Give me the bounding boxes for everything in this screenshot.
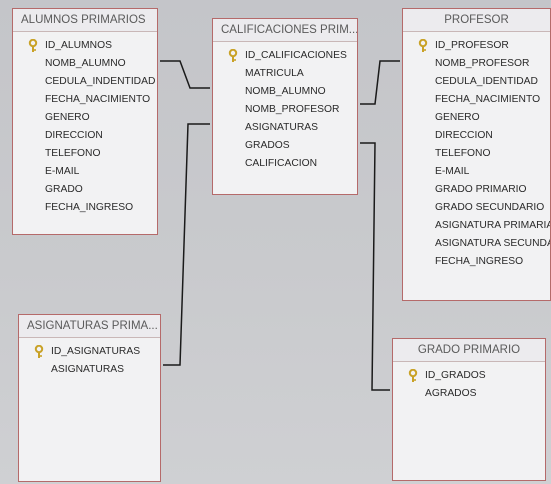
field-label: ID_PROFESOR xyxy=(435,40,509,51)
field-row[interactable]: FECHA_INGRESO xyxy=(403,253,550,271)
field-label: GENERO xyxy=(45,112,90,123)
field-label: FECHA_INGRESO xyxy=(45,202,134,213)
field-row[interactable]: CALIFICACION xyxy=(213,155,357,173)
key-icon xyxy=(27,38,39,53)
table-asignaturas-primarias[interactable]: ASIGNATURAS PRIMA... ID_ASIGNATURAS ASIG… xyxy=(18,314,161,482)
field-row[interactable]: MATRICULA xyxy=(213,65,357,83)
field-row[interactable]: FECHA_NACIMIENTO xyxy=(403,91,550,109)
table-calificaciones-primarias[interactable]: CALIFICACIONES PRIM... ID_CALIFICACIONES… xyxy=(212,18,358,195)
field-row[interactable]: NOMB_ALUMNO xyxy=(213,83,357,101)
relation-asignaturas xyxy=(163,123,210,366)
field-row[interactable]: ASIGNATURAS xyxy=(213,119,357,137)
field-row[interactable]: ID_GRADOS xyxy=(393,367,545,385)
field-label: GRADO PRIMARIO xyxy=(435,184,527,195)
field-label: ID_ALUMNOS xyxy=(45,40,112,51)
table-title[interactable]: ALUMNOS PRIMARIOS xyxy=(13,9,157,32)
field-row[interactable]: GENERO xyxy=(13,109,157,127)
table-title[interactable]: PROFESOR xyxy=(403,9,550,32)
field-row[interactable]: ASIGNATURA PRIMARIA xyxy=(403,217,550,235)
field-label: E-MAIL xyxy=(45,166,80,177)
field-label: CALIFICACION xyxy=(245,158,318,169)
table-alumnos-primarios[interactable]: ALUMNOS PRIMARIOS ID_ALUMNOS NOMB_ALUMNO… xyxy=(12,8,158,235)
field-row[interactable]: ID_CALIFICACIONES xyxy=(213,47,357,65)
field-label: ASIGNATURAS xyxy=(51,364,125,375)
field-label: FECHA_NACIMIENTO xyxy=(45,94,151,105)
field-row[interactable]: ID_PROFESOR xyxy=(403,37,550,55)
table-profesor[interactable]: PROFESOR ID_PROFESOR NOMB_PROFESOR CEDUL… xyxy=(402,8,551,301)
field-label: GENERO xyxy=(435,112,480,123)
field-label: E-MAIL xyxy=(435,166,470,177)
field-row[interactable]: ASIGNATURAS xyxy=(19,361,160,379)
key-icon xyxy=(407,368,419,383)
field-label: CEDULA_INDENTIDAD xyxy=(45,76,156,87)
field-row[interactable]: ID_ASIGNATURAS xyxy=(19,343,160,361)
table-grado-primario[interactable]: GRADO PRIMARIO ID_GRADOS AGRADOS xyxy=(392,338,546,481)
field-label: AGRADOS xyxy=(425,388,477,399)
field-label: NOMB_ALUMNO xyxy=(45,58,126,69)
field-label: ID_ASIGNATURAS xyxy=(51,346,141,357)
field-row[interactable]: GENERO xyxy=(403,109,550,127)
field-row[interactable]: DIRECCION xyxy=(13,127,157,145)
field-row[interactable]: NOMB_PROFESOR xyxy=(403,55,550,73)
field-row[interactable]: TELEFONO xyxy=(403,145,550,163)
table-title[interactable]: GRADO PRIMARIO xyxy=(393,339,545,362)
field-label: DIRECCION xyxy=(435,130,493,141)
field-label: NOMB_ALUMNO xyxy=(245,86,326,97)
key-icon xyxy=(227,48,239,63)
table-title[interactable]: ASIGNATURAS PRIMA... xyxy=(19,315,160,338)
field-label: FECHA_INGRESO xyxy=(435,256,524,267)
field-label: GRADO xyxy=(45,184,83,195)
table-title[interactable]: CALIFICACIONES PRIM... xyxy=(213,19,357,42)
field-row[interactable]: ID_ALUMNOS xyxy=(13,37,157,55)
field-row[interactable]: GRADO xyxy=(13,181,157,199)
field-label: FECHA_NACIMIENTO xyxy=(435,94,541,105)
field-row[interactable]: FECHA_NACIMIENTO xyxy=(13,91,157,109)
field-label: MATRICULA xyxy=(245,68,304,79)
field-row[interactable]: E-MAIL xyxy=(13,163,157,181)
field-label: NOMB_PROFESOR xyxy=(245,104,340,115)
field-label: ID_GRADOS xyxy=(425,370,486,381)
field-row[interactable]: NOMB_PROFESOR xyxy=(213,101,357,119)
field-label: ASIGNATURA PRIMARIA xyxy=(435,220,550,231)
field-label: TELEFONO xyxy=(435,148,491,159)
field-label: GRADOS xyxy=(245,140,290,151)
field-row[interactable]: TELEFONO xyxy=(13,145,157,163)
field-label: ASIGNATURA SECUNDARIA xyxy=(435,238,550,249)
field-row[interactable]: E-MAIL xyxy=(403,163,550,181)
field-row[interactable]: CEDULA_IDENTIDAD xyxy=(403,73,550,91)
field-row[interactable]: FECHA_INGRESO xyxy=(13,199,157,217)
field-row[interactable]: GRADO SECUNDARIO xyxy=(403,199,550,217)
field-label: NOMB_PROFESOR xyxy=(435,58,530,69)
field-row[interactable]: GRADOS xyxy=(213,137,357,155)
relation-grados xyxy=(360,142,390,391)
field-label: ID_CALIFICACIONES xyxy=(245,50,347,61)
field-row[interactable]: GRADO PRIMARIO xyxy=(403,181,550,199)
field-label: CEDULA_IDENTIDAD xyxy=(435,76,538,87)
field-label: DIRECCION xyxy=(45,130,103,141)
relation-profesor xyxy=(360,60,400,105)
key-icon xyxy=(417,38,429,53)
field-row[interactable]: AGRADOS xyxy=(393,385,545,403)
field-label: ASIGNATURAS xyxy=(245,122,319,133)
field-row[interactable]: ASIGNATURA SECUNDARIA xyxy=(403,235,550,253)
field-row[interactable]: NOMB_ALUMNO xyxy=(13,55,157,73)
field-label: TELEFONO xyxy=(45,148,101,159)
field-row[interactable]: DIRECCION xyxy=(403,127,550,145)
field-label: GRADO SECUNDARIO xyxy=(435,202,545,213)
relation-alumno xyxy=(160,60,210,89)
field-row[interactable]: CEDULA_INDENTIDAD xyxy=(13,73,157,91)
key-icon xyxy=(33,344,45,359)
